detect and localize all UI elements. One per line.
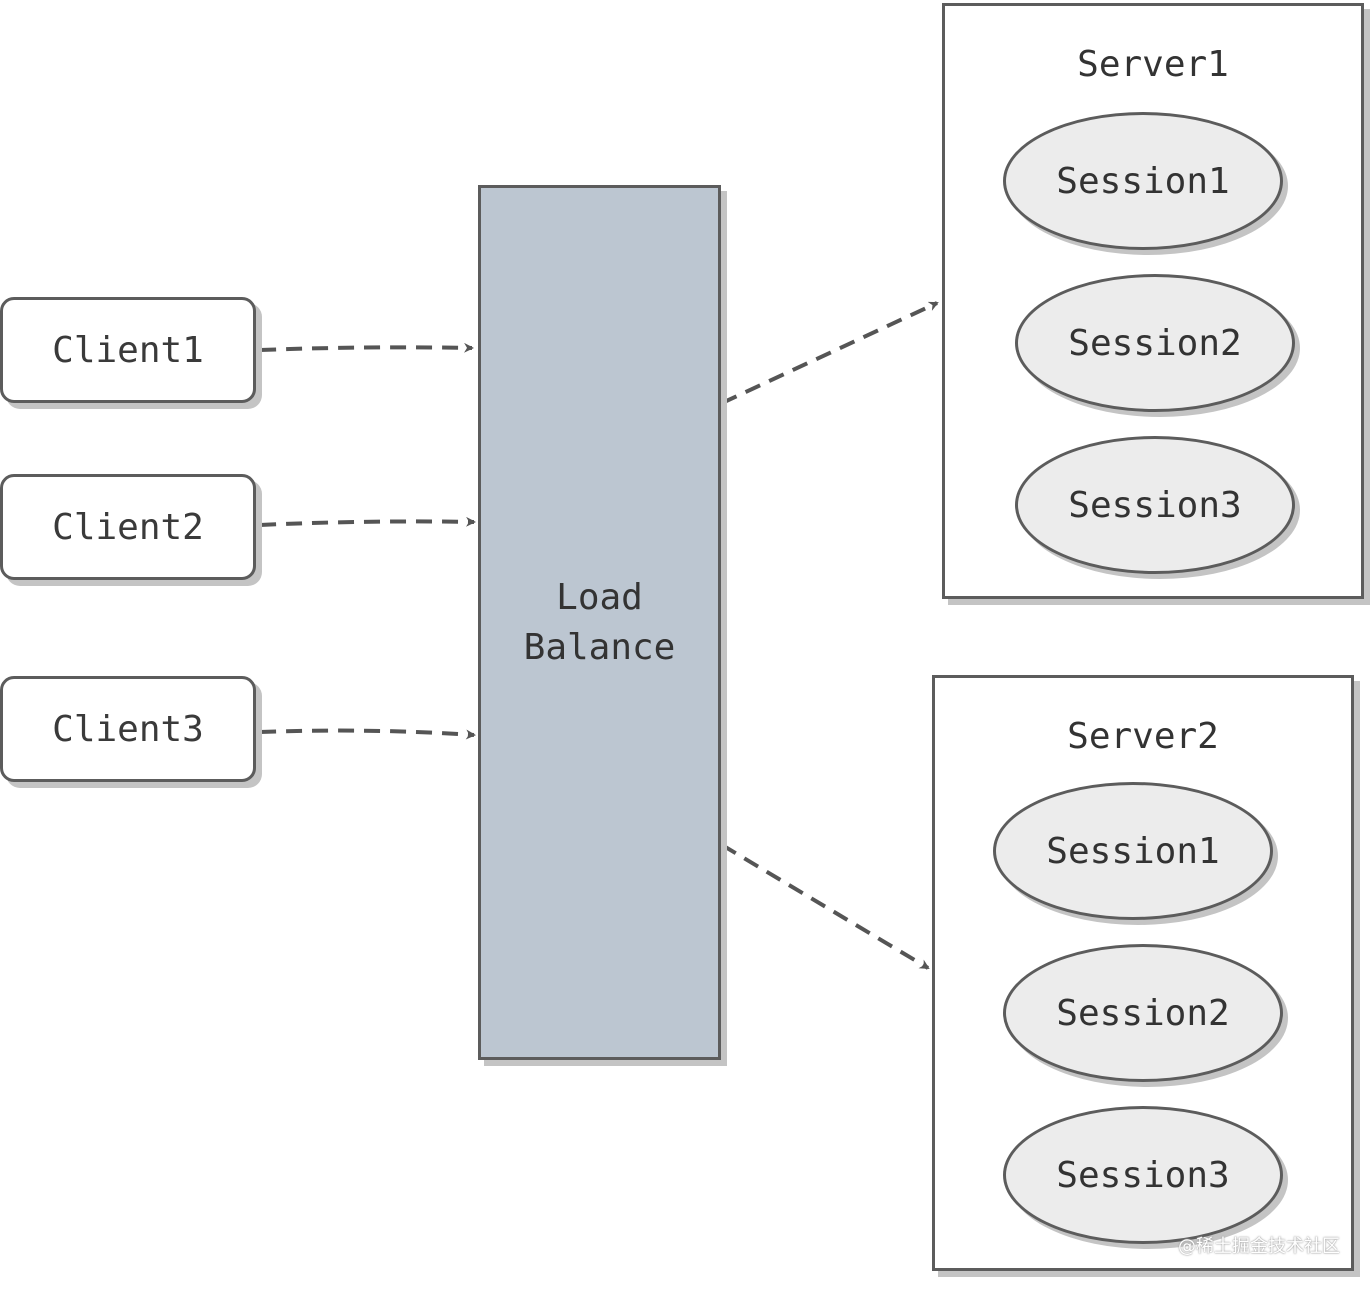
- watermark: @稀土掘金技术社区: [1178, 1236, 1340, 1257]
- load-balancer-label: Load Balance: [524, 573, 676, 673]
- server2-box: Server2 Session1 Session2 Session3: [932, 675, 1354, 1271]
- arrow-lb-to-server2: [720, 843, 930, 970]
- load-balancer-label-line2: Balance: [523, 626, 676, 668]
- server1-session2: Session2: [1015, 274, 1295, 412]
- server1-title: Server1: [1077, 44, 1229, 85]
- server2-session3: Session3: [1003, 1106, 1283, 1244]
- server2-title: Server2: [1067, 716, 1219, 757]
- arrow-client1-to-lb: [259, 342, 474, 353]
- server1-box: Server1 Session1 Session2 Session3: [942, 3, 1364, 599]
- client3-box: Client3: [0, 676, 256, 782]
- load-balancer-label-line1: Load: [556, 576, 643, 618]
- arrow-lb-to-server1: [721, 301, 939, 405]
- client3-label: Client3: [52, 708, 204, 750]
- client2-label: Client2: [52, 506, 204, 548]
- server2-session2: Session2: [1003, 944, 1283, 1082]
- client2-box: Client2: [0, 474, 256, 580]
- server1-session1: Session1: [1003, 112, 1283, 250]
- server1-session3: Session3: [1015, 436, 1295, 574]
- arrow-client3-to-lb: [259, 728, 476, 740]
- load-balancer-box: Load Balance: [478, 185, 721, 1060]
- client1-label: Client1: [52, 329, 204, 371]
- arrow-client2-to-lb: [259, 516, 476, 527]
- client1-box: Client1: [0, 297, 256, 403]
- server2-session1: Session1: [993, 782, 1273, 920]
